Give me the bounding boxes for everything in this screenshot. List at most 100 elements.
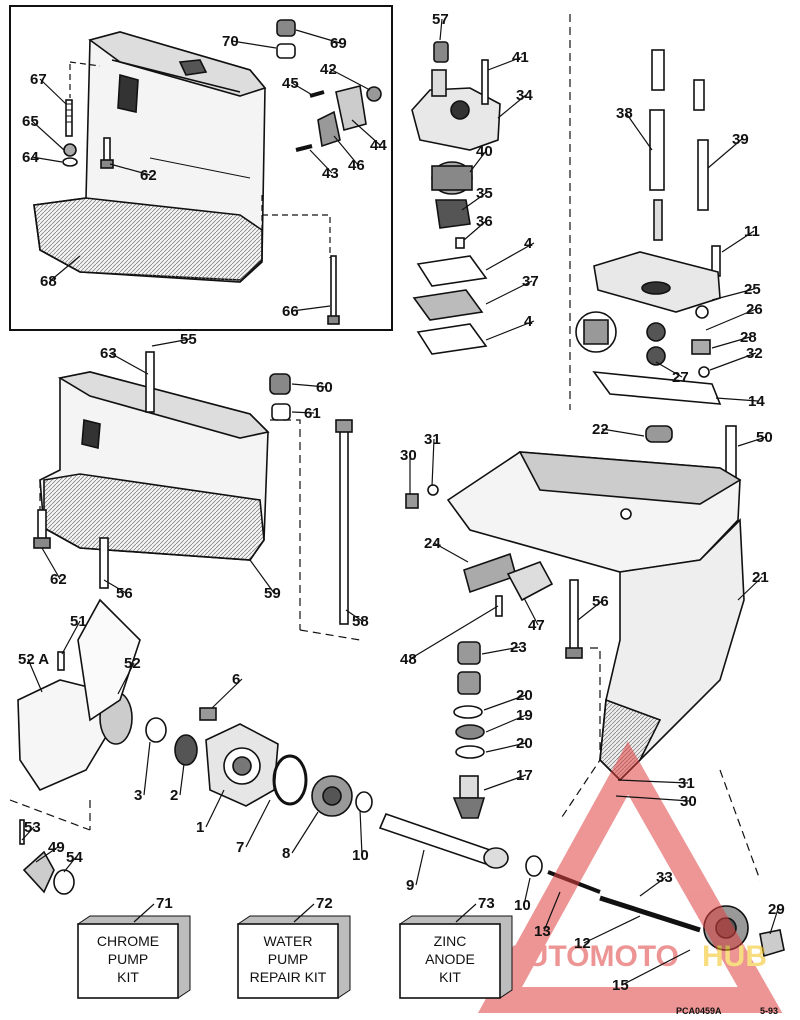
part-number-text: 1 <box>196 819 204 836</box>
leader-line <box>715 397 759 402</box>
leader-line <box>655 361 683 378</box>
leader-line <box>463 220 487 241</box>
part-number-text: 20 <box>516 687 533 704</box>
watermark-triangle <box>477 741 783 1013</box>
part-number-text: 52 A <box>18 651 49 668</box>
leader-line <box>291 411 315 414</box>
part-label-14: 14 <box>715 393 765 410</box>
kit-number: 71 <box>156 895 173 912</box>
leader-line <box>35 846 59 863</box>
part-label-7: 7 <box>236 799 271 856</box>
part-label-10: 10 <box>352 809 369 864</box>
leader-line <box>117 662 135 695</box>
part-number-text: 58 <box>352 613 369 630</box>
leader-line <box>291 383 327 388</box>
leader-line <box>523 597 539 626</box>
kit-number: 73 <box>478 895 495 912</box>
part-number-text: 22 <box>592 421 609 438</box>
part-label-70: 70 <box>222 33 277 50</box>
part-label-3: 3 <box>134 741 151 804</box>
part-label-53: 53 <box>21 819 41 841</box>
part-number-text: 53 <box>24 819 41 836</box>
part-number-text: 69 <box>330 35 347 52</box>
part-label-61: 61 <box>291 405 321 422</box>
part-number-text: 41 <box>512 49 529 66</box>
part-label-1: 1 <box>196 789 225 836</box>
part-label-28: 28 <box>711 329 757 349</box>
kit-box-face <box>77 923 179 999</box>
part-number-text: 2 <box>170 787 178 804</box>
part-number-text: 4 <box>524 235 533 252</box>
leader-line <box>639 876 667 897</box>
part-label-50: 50 <box>737 429 773 447</box>
kit-label-line: KIT <box>439 969 461 985</box>
part-label-12: 12 <box>574 915 641 952</box>
part-number-text: 23 <box>510 639 527 656</box>
leader-line <box>49 255 81 282</box>
leader-line <box>133 903 155 923</box>
driveshaft-adapter-drawing <box>575 49 737 503</box>
part-label-41: 41 <box>487 49 529 71</box>
part-label-23: 23 <box>481 639 527 656</box>
leader-line <box>621 949 691 986</box>
part-number-text: 33 <box>656 869 673 886</box>
leader-line <box>103 579 127 594</box>
part-number-text: 56 <box>592 593 609 610</box>
leader-line <box>469 150 487 173</box>
part-label-17: 17 <box>483 767 533 791</box>
part-label-4: 4 <box>485 235 535 271</box>
part-number-text: 62 <box>50 571 67 588</box>
leader-line <box>439 18 443 41</box>
part-number-text: 59 <box>264 585 281 602</box>
leader-line <box>455 903 477 923</box>
leader-line <box>617 779 689 784</box>
part-label-62: 62 <box>109 163 157 184</box>
leader-line <box>615 795 691 802</box>
leader-line <box>31 156 63 163</box>
leader-line <box>583 915 641 944</box>
leader-line <box>737 436 767 447</box>
kit-label-line: REPAIR KIT <box>250 969 327 985</box>
leader-line <box>27 658 43 693</box>
part-number-text: 32 <box>746 345 763 362</box>
watermark-text-primary: AUTOMOTO <box>505 940 679 973</box>
leader-line <box>737 576 763 601</box>
part-label-43: 43 <box>309 149 339 182</box>
leader-line <box>143 741 151 796</box>
part-number-text: 19 <box>516 707 533 724</box>
exhaust-housing-inset-drawing <box>33 19 382 325</box>
part-label-66: 66 <box>282 303 331 320</box>
part-number-text: 40 <box>476 143 493 160</box>
leader-line <box>39 78 67 105</box>
part-label-45: 45 <box>282 75 315 97</box>
part-label-11: 11 <box>721 223 760 253</box>
leader-line <box>61 620 81 655</box>
leader-line <box>211 678 243 709</box>
part-number-text: 15 <box>612 977 629 994</box>
kit-label-line: CHROME <box>97 933 159 949</box>
part-label-29: 29 <box>768 901 785 935</box>
leader-line <box>231 40 277 49</box>
part-label-60: 60 <box>291 379 333 396</box>
water-pump-drawing <box>411 14 571 410</box>
leader-line <box>625 112 653 151</box>
kit-box-face <box>237 923 339 999</box>
part-number-text: 11 <box>744 223 760 240</box>
part-label-31: 31 <box>424 431 441 487</box>
part-label-47: 47 <box>523 597 545 634</box>
part-number-text: 7 <box>236 839 244 856</box>
leader-line <box>309 149 333 174</box>
leader-line <box>333 135 359 166</box>
part-number-text: 30 <box>680 793 697 810</box>
part-label-59: 59 <box>249 559 281 602</box>
leader-line <box>601 428 645 437</box>
leader-line <box>109 163 151 176</box>
kit-label-line: PUMP <box>268 951 308 967</box>
leader-line <box>63 856 77 873</box>
part-number-text: 65 <box>22 113 39 130</box>
part-number-text: 8 <box>282 845 290 862</box>
leader-line <box>291 305 331 312</box>
part-number-text: 64 <box>22 149 39 166</box>
part-label-42: 42 <box>320 61 371 91</box>
